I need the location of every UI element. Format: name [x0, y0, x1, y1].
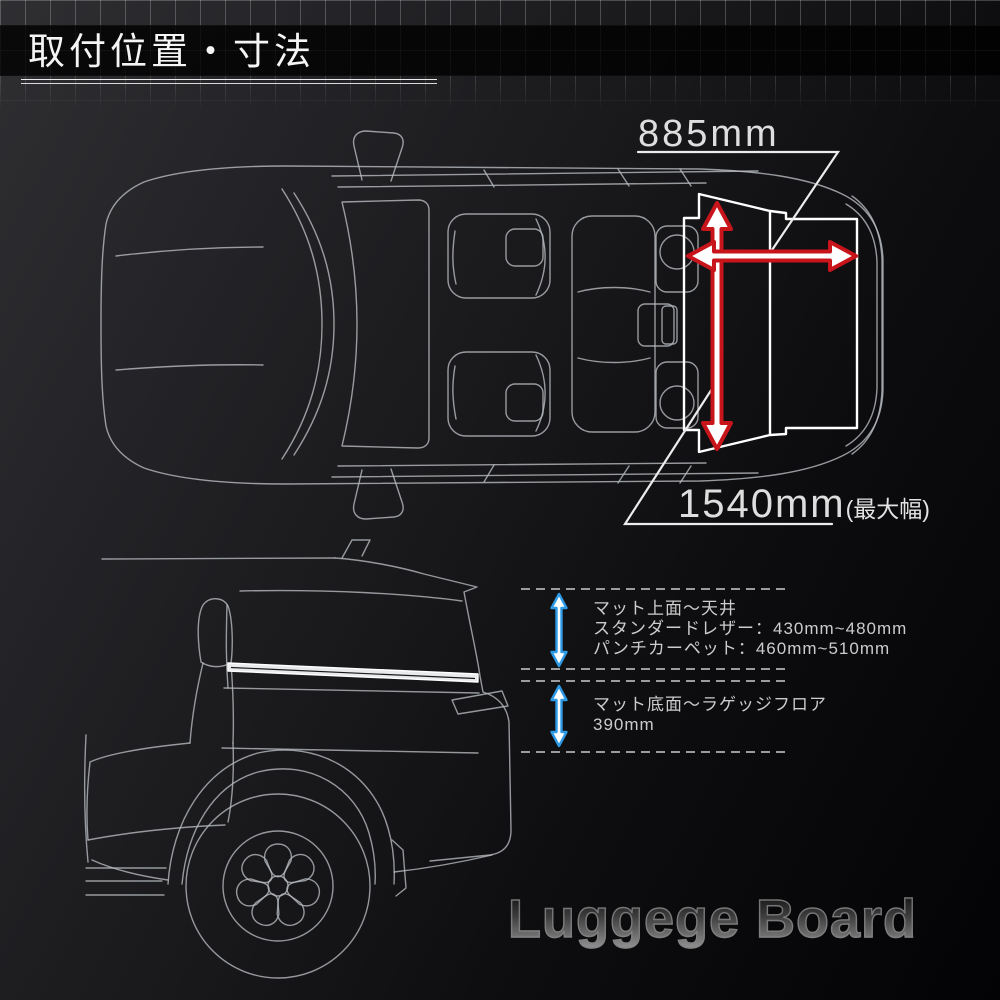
front-seat-right-headrest — [505, 383, 544, 422]
rear-spoiler-tailgate — [334, 557, 512, 862]
rear-headrest — [197, 598, 233, 668]
wheel-spoke-openings — [235, 843, 321, 927]
tire — [185, 793, 371, 979]
door-rail-bottom-2 — [337, 462, 707, 467]
door-seams-top — [483, 168, 692, 188]
front-seat-right — [447, 351, 551, 437]
floor-annotation-line1: マット底面〜ラゲッジフロア — [593, 695, 827, 714]
blue-arrow-ceiling — [550, 592, 568, 668]
wheel-rim — [222, 830, 334, 942]
leader-885 — [636, 150, 841, 258]
front-seat-left-headrest — [505, 228, 544, 267]
seat-cushion — [86, 742, 191, 841]
mat-shape — [682, 192, 859, 454]
windshield-arc-inner — [293, 192, 335, 456]
taillight — [451, 690, 509, 715]
third-row-center — [661, 305, 678, 345]
door-seams-bottom — [483, 464, 692, 484]
width-dimension-label: 1540mm(最大幅) — [678, 482, 930, 527]
side-view-car — [83, 539, 512, 979]
roof-line — [101, 557, 336, 560]
width-value: 1540mm — [678, 482, 846, 526]
luggage-board-side-bar — [227, 662, 479, 683]
tailgate-curve-inner — [845, 203, 878, 447]
ceiling-annotation-line2: スタンダードレザー：430mm~480mm — [593, 619, 908, 638]
title-underline — [21, 79, 437, 84]
floor-annotation-line2: 390mm — [593, 715, 655, 734]
title-band — [0, 25, 1000, 76]
blue-arrow-floor — [550, 684, 568, 748]
door-rail-bottom-1 — [331, 472, 759, 478]
window-top-line — [239, 589, 463, 602]
ceiling-clearance-annotation: マット上面〜天井 スタンダードレザー：430mm~480mm パンチカーペット：… — [593, 599, 907, 659]
hood-crease-bottom — [115, 364, 264, 371]
ceiling-annotation-line3: パンチカーペット：460mm~510mm — [593, 639, 891, 658]
red-dimension-arrows — [686, 201, 858, 451]
side-mirror-top — [352, 130, 404, 182]
body-outline — [100, 165, 884, 485]
door-rail-top-2 — [337, 182, 707, 188]
second-row-bench — [571, 215, 656, 433]
third-row-seatback-bottom — [655, 361, 699, 429]
wheel-arch-inner — [181, 768, 376, 885]
wheel-arch-outer — [167, 749, 395, 885]
front-seat-left — [447, 213, 551, 299]
mud-flap — [391, 839, 407, 897]
running-board-lines — [85, 867, 167, 896]
pillar-line — [225, 604, 229, 689]
page-title: 取付位置・寸法 — [28, 31, 315, 72]
leader-lines — [622, 150, 841, 526]
red-arrow-vertical-1540 — [701, 201, 733, 451]
floor-clearance-annotation: マット底面〜ラゲッジフロア 390mm — [593, 695, 827, 735]
door-rail-top-1 — [331, 170, 759, 177]
top-view-car — [100, 130, 884, 520]
windshield-arc-outer — [281, 188, 323, 460]
ceiling-annotation-line1: マット上面〜天井 — [593, 599, 737, 618]
roof-antenna-fin — [341, 539, 371, 559]
width-note: (最大幅) — [845, 496, 930, 522]
side-mirror-bottom — [352, 468, 404, 520]
blue-dimension-arrows — [550, 592, 568, 748]
watermark-text: Luggege Board — [507, 888, 918, 949]
body-crease-line — [221, 747, 479, 754]
leader-1540 — [622, 379, 834, 526]
window-sill-line — [223, 687, 480, 694]
tailgate-curve-outer — [851, 195, 883, 455]
depth-dimension-label: 885mm — [638, 113, 780, 155]
center-armrest — [637, 303, 675, 347]
luggage-mat-outline — [682, 192, 859, 454]
roof-panel — [341, 199, 430, 449]
red-arrow-horizontal-885 — [686, 240, 858, 272]
hood-crease-top — [115, 246, 264, 257]
